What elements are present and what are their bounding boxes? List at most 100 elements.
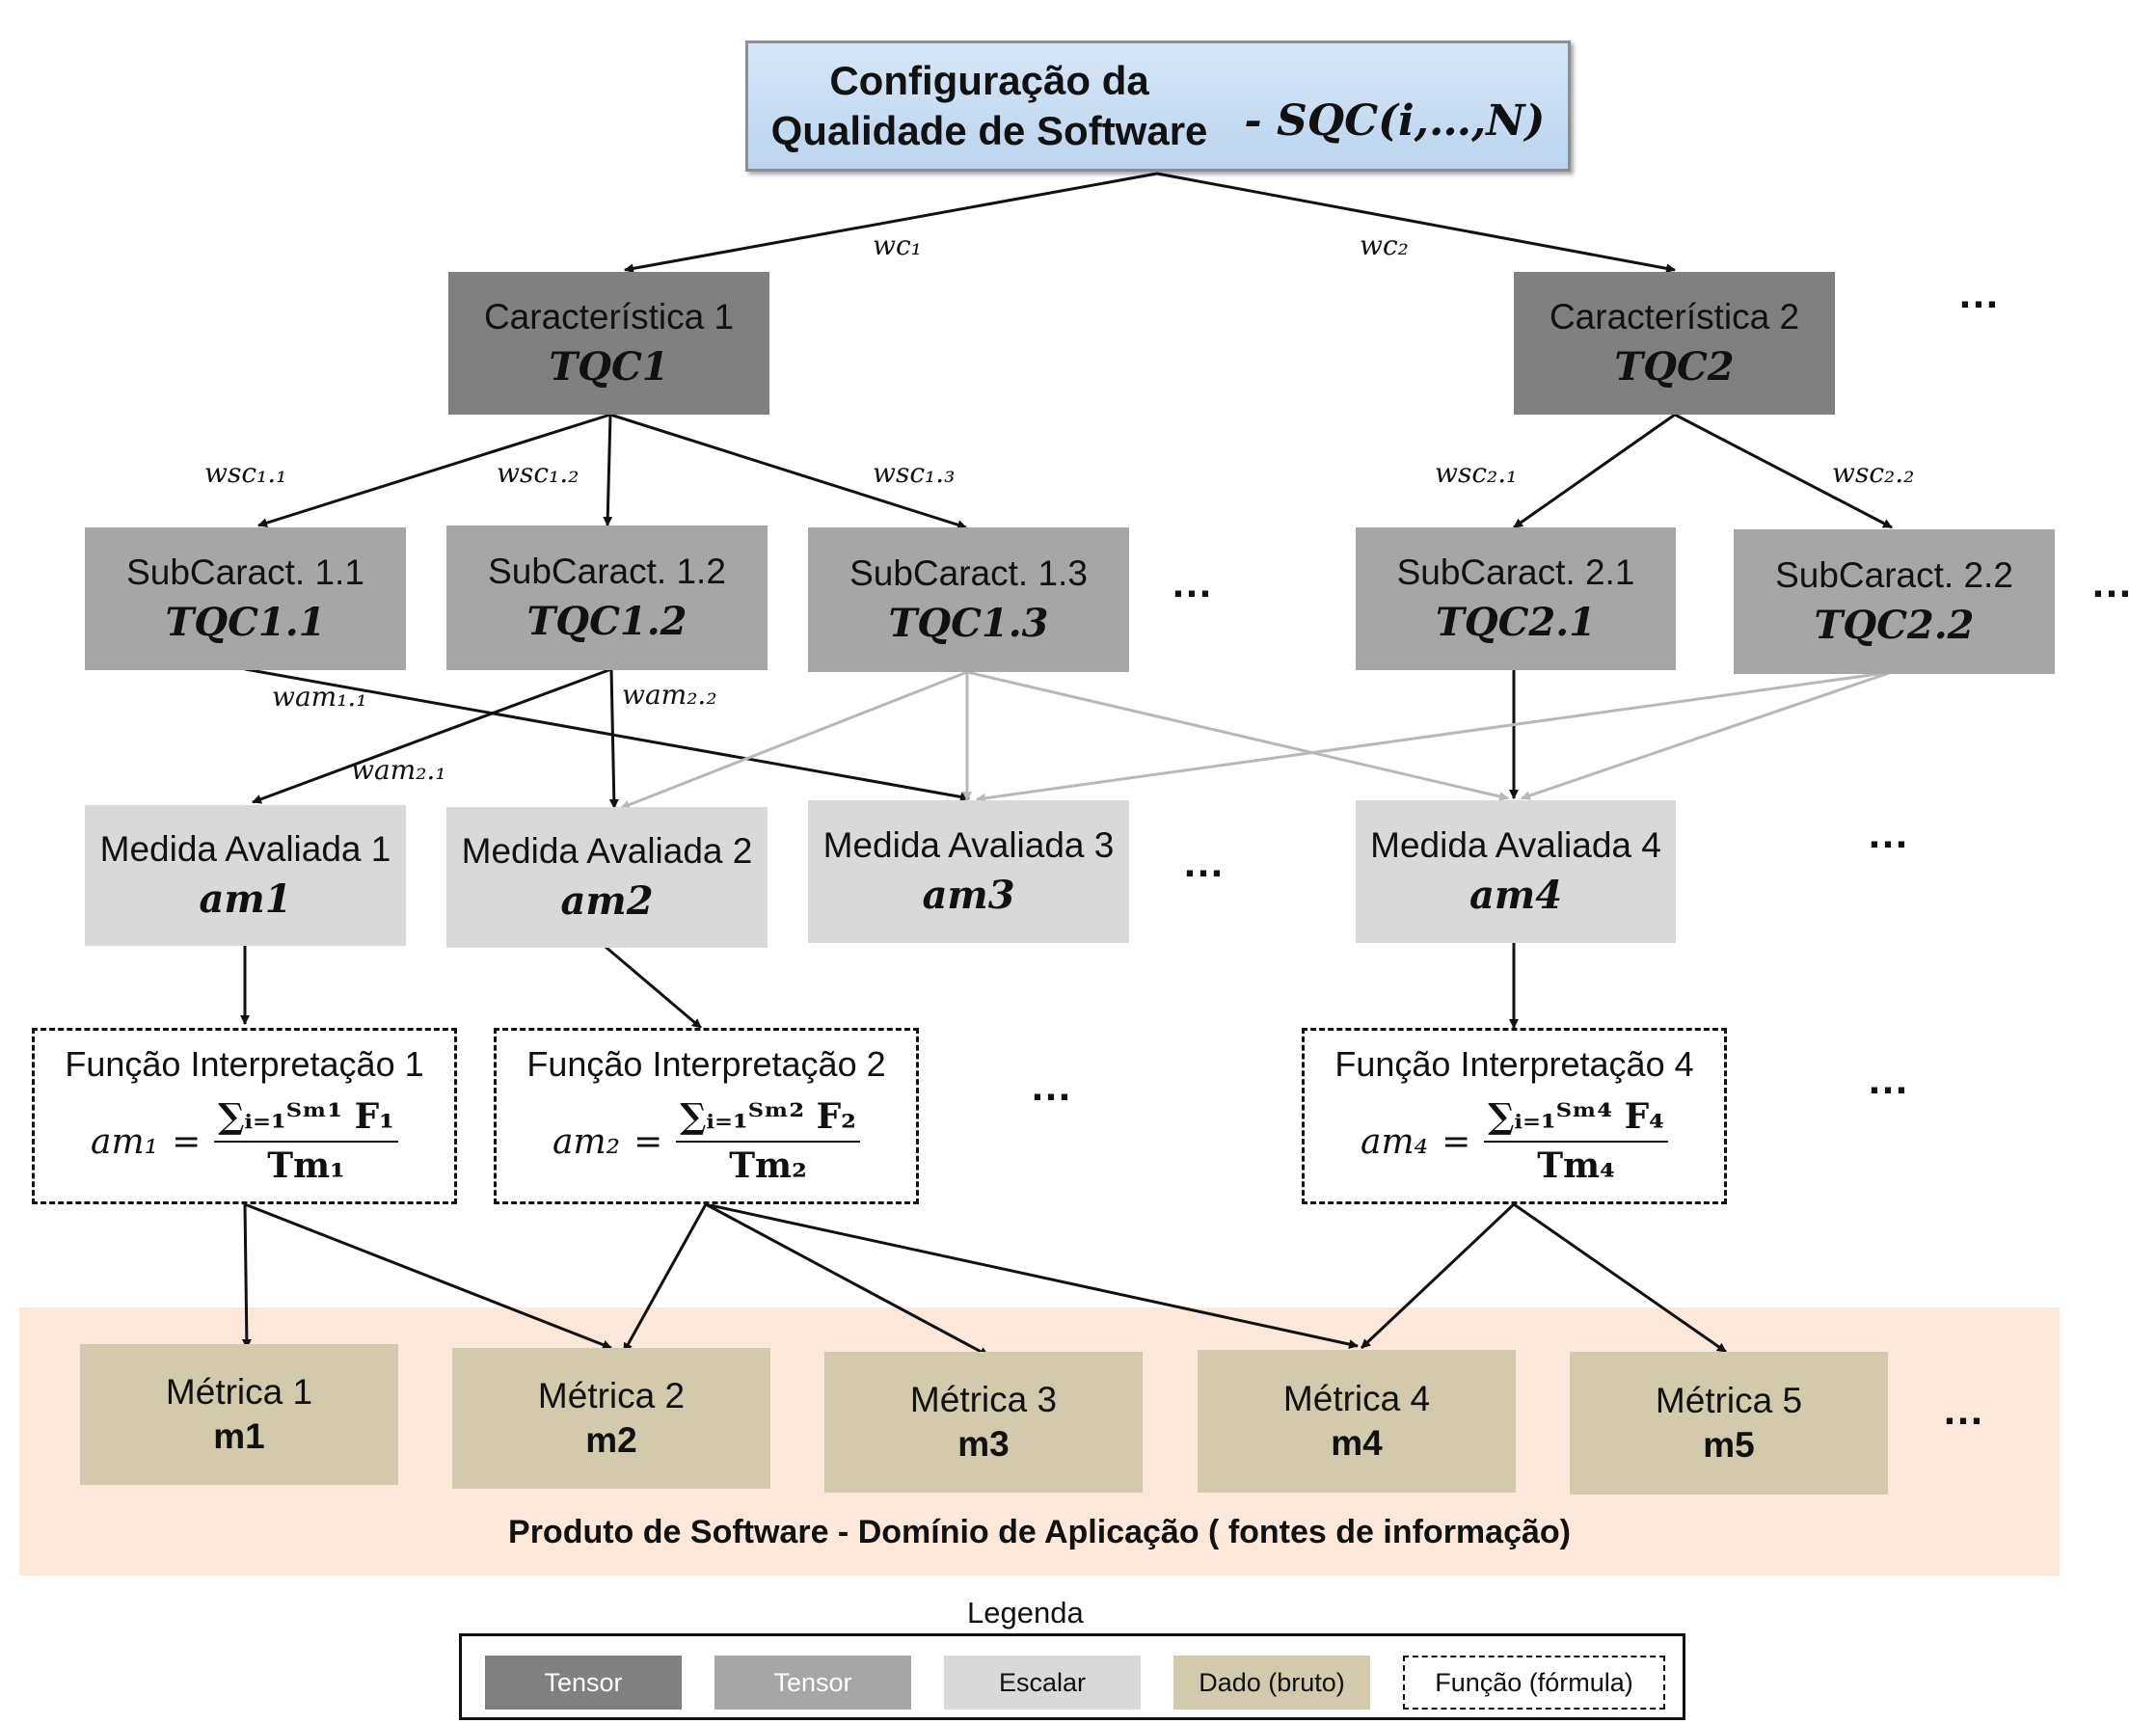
- edge-root-char2: [1156, 172, 1676, 274]
- root-line2: Qualidade de Software: [770, 108, 1208, 153]
- metric-5-name: Métrica 5: [1655, 1380, 1803, 1420]
- edge-sub13-am2: [620, 670, 968, 810]
- function-1-denominator: Tm₁: [267, 1145, 345, 1186]
- ellipsis-subchar-2: …: [2090, 559, 2135, 606]
- metric-2-id: m2: [585, 1420, 637, 1460]
- metric-5: Métrica 5 m5: [1570, 1352, 1888, 1495]
- function-4-denominator: Tm₄: [1537, 1145, 1615, 1186]
- ellipsis-subchar-1: …: [1171, 559, 1215, 606]
- characteristic-2-tensor: TQC2: [1614, 344, 1735, 391]
- edge-f4-m5: [1513, 1202, 1727, 1354]
- edge-f1-m2: [244, 1202, 612, 1350]
- metric-4: Métrica 4 m4: [1198, 1350, 1516, 1493]
- edge-char1-sub11: [257, 413, 611, 528]
- metric-4-id: m4: [1331, 1423, 1383, 1463]
- measure-1: Medida Avaliada 1 am1: [85, 805, 406, 946]
- function-1-lhs: am₁: [91, 1121, 159, 1162]
- metric-2: Métrica 2 m2: [452, 1348, 770, 1489]
- measure-1-id: am1: [199, 876, 292, 923]
- measure-3: Medida Avaliada 3 am3: [808, 800, 1129, 943]
- weight-wsc22: wsc₂.₂: [1832, 457, 1915, 489]
- characteristic-1: Característica 1 TQC1: [448, 272, 769, 415]
- legend-item-function: Função (fórmula): [1403, 1656, 1665, 1710]
- function-4-name: Função Interpretação 4: [1334, 1044, 1694, 1084]
- weight-wam22: wam₂.₂: [622, 679, 717, 711]
- weight-wc1: wc₁: [873, 229, 922, 261]
- metric-4-name: Métrica 4: [1282, 1378, 1431, 1418]
- function-2-name: Função Interpretação 2: [526, 1044, 886, 1084]
- root-sqc-label: - SQC(i,…,N): [1244, 95, 1546, 146]
- measure-4: Medida Avaliada 4 am4: [1356, 800, 1676, 943]
- function-1-numerator: ∑ᵢ₌₁ᵀᵐ¹ F₁: [214, 1095, 398, 1143]
- function-2-lhs: am₂: [552, 1121, 621, 1162]
- edge-sub12-am1: [252, 667, 612, 804]
- edge-f2-m3: [705, 1202, 989, 1358]
- characteristic-2: Característica 2 TQC2: [1514, 272, 1835, 415]
- edge-root-char1: [624, 172, 1158, 274]
- subcharacteristic-1-3-name: SubCaract. 1.3: [849, 552, 1088, 593]
- edge-f2-m2: [622, 1203, 708, 1353]
- legend-item-raw-data: Dado (bruto): [1173, 1656, 1370, 1710]
- edge-char2-sub22: [1674, 413, 1893, 529]
- subcharacteristic-1-2: SubCaract. 1.2 TQC1.2: [446, 525, 768, 670]
- function-1-name: Função Interpretação 1: [65, 1044, 424, 1084]
- edge-char1-sub12: [603, 414, 613, 526]
- weight-wsc12: wsc₁.₂: [497, 457, 579, 489]
- edge-sub11-am3: [244, 667, 970, 802]
- metric-3-id: m3: [957, 1424, 1010, 1464]
- metric-3-name: Métrica 3: [909, 1379, 1058, 1419]
- root-node: Configuração da Qualidade de Software - …: [745, 40, 1571, 172]
- legend: Tensor Tensor Escalar Dado (bruto) Funçã…: [459, 1633, 1685, 1720]
- edge-am2-f2: [605, 945, 702, 1030]
- edge-f1-m1: [241, 1203, 252, 1349]
- legend-item-tensor-dark: Tensor: [485, 1656, 682, 1710]
- metric-1: Métrica 1 m1: [80, 1344, 398, 1485]
- edge-f4-m4: [1360, 1202, 1516, 1350]
- subcharacteristic-1-2-name: SubCaract. 1.2: [488, 551, 726, 591]
- subcharacteristic-1-1: SubCaract. 1.1 TQC1.1: [85, 527, 406, 670]
- edge-f2-m4: [705, 1202, 1359, 1349]
- edge-sub12-am2: [608, 668, 619, 809]
- subcharacteristic-1-3: SubCaract. 1.3 TQC1.3: [808, 527, 1129, 672]
- function-2-denominator: Tm₂: [729, 1145, 807, 1186]
- subcharacteristic-2-2-tensor: TQC2.2: [1814, 603, 1975, 649]
- metric-1-name: Métrica 1: [165, 1371, 313, 1412]
- edge-sub22-am4: [1521, 670, 1893, 800]
- subcharacteristic-1-3-tensor: TQC1.3: [888, 601, 1049, 647]
- subcharacteristic-1-2-tensor: TQC1.2: [526, 599, 687, 645]
- legend-item-scalar: Escalar: [944, 1656, 1141, 1710]
- measure-3-id: am3: [922, 873, 1015, 919]
- subcharacteristic-1-1-name: SubCaract. 1.1: [126, 552, 364, 592]
- legend-item-tensor-light: Tensor: [714, 1656, 911, 1710]
- subcharacteristic-2-1: SubCaract. 2.1 TQC2.1: [1356, 527, 1676, 670]
- legend-title: Legenda: [957, 1596, 1093, 1630]
- characteristic-1-name: Característica 1: [483, 296, 735, 337]
- measure-2-name: Medida Avaliada 2: [461, 830, 753, 871]
- edge-sub22-am3: [976, 670, 1893, 803]
- subcharacteristic-1-1-tensor: TQC1.1: [165, 600, 326, 646]
- metric-1-id: m1: [213, 1416, 265, 1456]
- subcharacteristic-2-2: SubCaract. 2.2 TQC2.2: [1734, 529, 2055, 674]
- characteristic-1-tensor: TQC1: [549, 344, 669, 391]
- measure-4-id: am4: [1469, 873, 1563, 919]
- metric-5-id: m5: [1703, 1425, 1755, 1465]
- subcharacteristic-2-1-name: SubCaract. 2.1: [1396, 552, 1635, 592]
- ellipsis-measures-1: …: [1182, 839, 1226, 886]
- function-4-numerator: ∑ᵢ₌₁ᵀᵐ⁴ F₄: [1484, 1095, 1668, 1143]
- ellipsis-functions-2: …: [1867, 1056, 1911, 1103]
- metric-3: Métrica 3 m3: [824, 1352, 1143, 1493]
- measure-4-name: Medida Avaliada 4: [1370, 824, 1661, 865]
- measure-3-name: Medida Avaliada 3: [822, 824, 1115, 865]
- weight-wc2: wc₂: [1360, 229, 1409, 261]
- weight-wsc13: wsc₁.₃: [873, 457, 956, 489]
- characteristic-2-name: Característica 2: [1549, 296, 1800, 337]
- ellipsis-functions-1: …: [1030, 1063, 1074, 1110]
- subcharacteristic-2-1-tensor: TQC2.1: [1435, 600, 1597, 646]
